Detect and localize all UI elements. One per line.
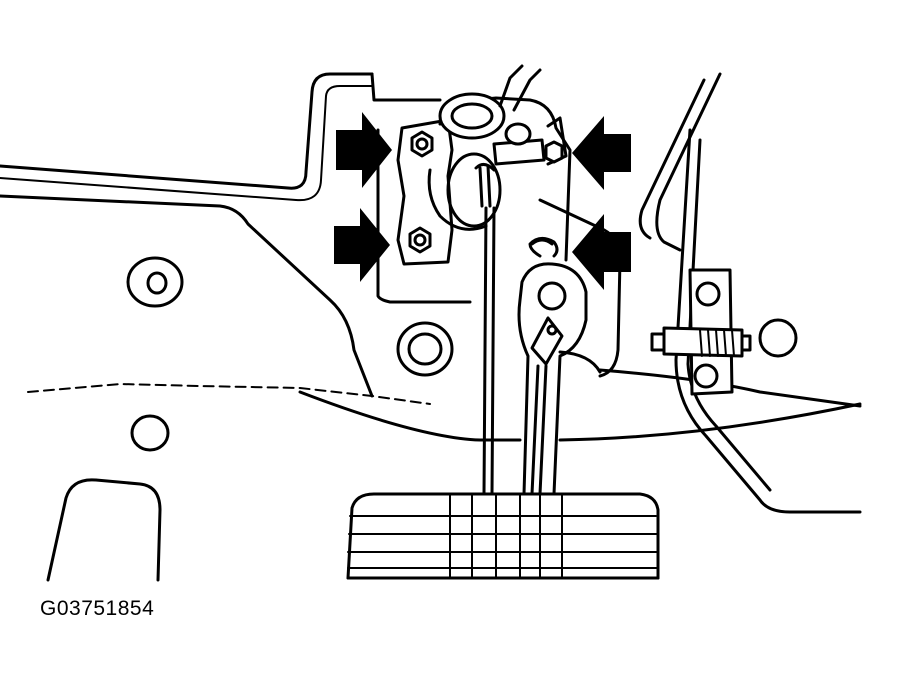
pushrod-boot (438, 64, 546, 208)
callout-arrow-lower-left (334, 208, 390, 282)
brake-pedal-pad (346, 492, 660, 580)
callout-arrow-upper-left (336, 112, 392, 188)
mounting-nut-upper-left (410, 130, 434, 158)
body-holes (126, 256, 798, 452)
mounting-nut-upper-right (544, 140, 564, 164)
floor-panel (27, 368, 862, 442)
mounting-nut-lower-left (408, 226, 432, 254)
callout-arrow-lower-right (572, 214, 631, 290)
dash-panel (0, 72, 442, 398)
lower-left-bracket (46, 478, 162, 582)
brake-pedal-arm (482, 206, 602, 496)
callout-arrow-upper-right (572, 116, 631, 190)
figure-id-label: G03751854 (40, 597, 155, 620)
side-bracket (638, 72, 862, 514)
